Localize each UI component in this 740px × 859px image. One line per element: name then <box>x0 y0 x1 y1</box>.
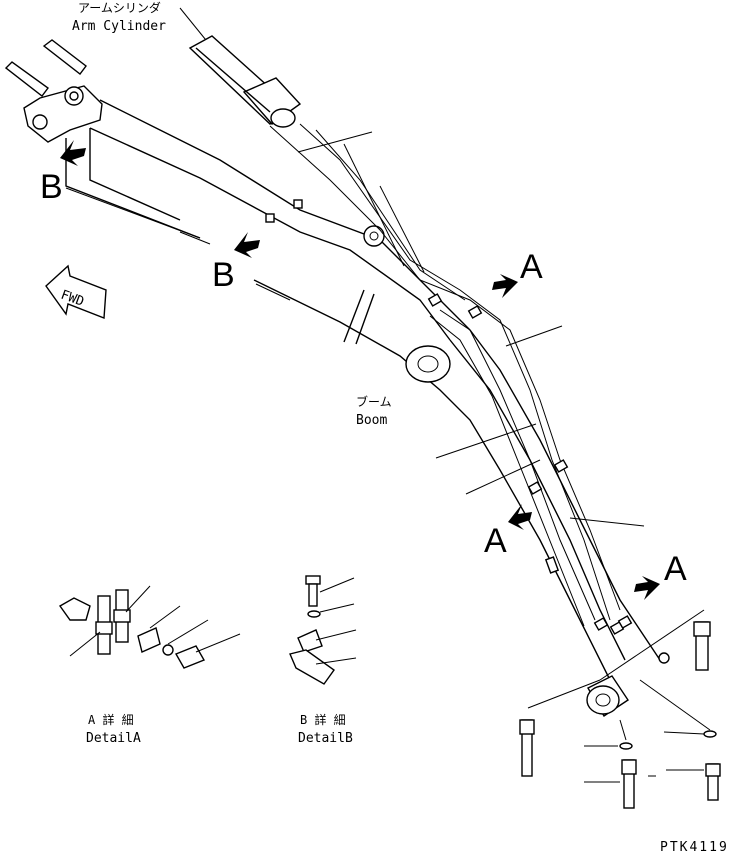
outline-left-arrow-icon <box>45 264 107 319</box>
boom-callout: ブーム Boom <box>356 394 392 428</box>
detail-a: A 詳 細 DetailA <box>58 585 241 746</box>
detail-b-label-en: DetailB <box>298 731 353 746</box>
boom-piping <box>265 123 633 635</box>
view-arrow-a-3: A <box>634 550 687 600</box>
arm-cylinder-label-en: Arm Cylinder <box>72 19 166 34</box>
arm-cylinder-label-jp: アームシリンダ <box>78 0 161 15</box>
detail-a-label-en: DetailA <box>86 731 141 746</box>
arm-cylinder <box>188 35 302 128</box>
view-arrow-a-2: A <box>484 504 532 560</box>
fwd-indicator: FWD <box>45 264 107 319</box>
filled-arrow-icon <box>60 140 86 166</box>
filled-arrow-icon <box>634 576 660 600</box>
boom-label-en: Boom <box>356 413 387 428</box>
view-letter-a-3: A <box>664 550 687 588</box>
view-arrow-b-2: B <box>212 232 260 294</box>
detail-b: B 詳 細 DetailB <box>289 575 357 746</box>
arm-cylinder-callout: アームシリンダ Arm Cylinder <box>72 0 215 51</box>
view-arrow-b-1: B <box>40 140 86 206</box>
upper-left-pipes <box>4 39 103 143</box>
boom-label-jp: ブーム <box>356 394 392 409</box>
filled-arrow-icon <box>234 232 260 258</box>
view-letter-a-2: A <box>484 522 507 560</box>
view-letter-b-2: B <box>212 256 235 294</box>
filled-arrow-icon <box>492 274 518 298</box>
drawing-code: PTK4119 <box>660 840 729 855</box>
detail-b-label-jp: B 詳 細 <box>300 712 346 727</box>
leader-lines <box>65 131 645 527</box>
detail-a-label-jp: A 詳 細 <box>88 712 134 727</box>
view-letter-a-1: A <box>520 248 543 286</box>
filled-arrow-icon <box>508 504 532 530</box>
view-arrow-a-1: A <box>492 248 543 298</box>
hose-fittings <box>519 609 721 809</box>
view-letter-b-1: B <box>40 168 63 206</box>
